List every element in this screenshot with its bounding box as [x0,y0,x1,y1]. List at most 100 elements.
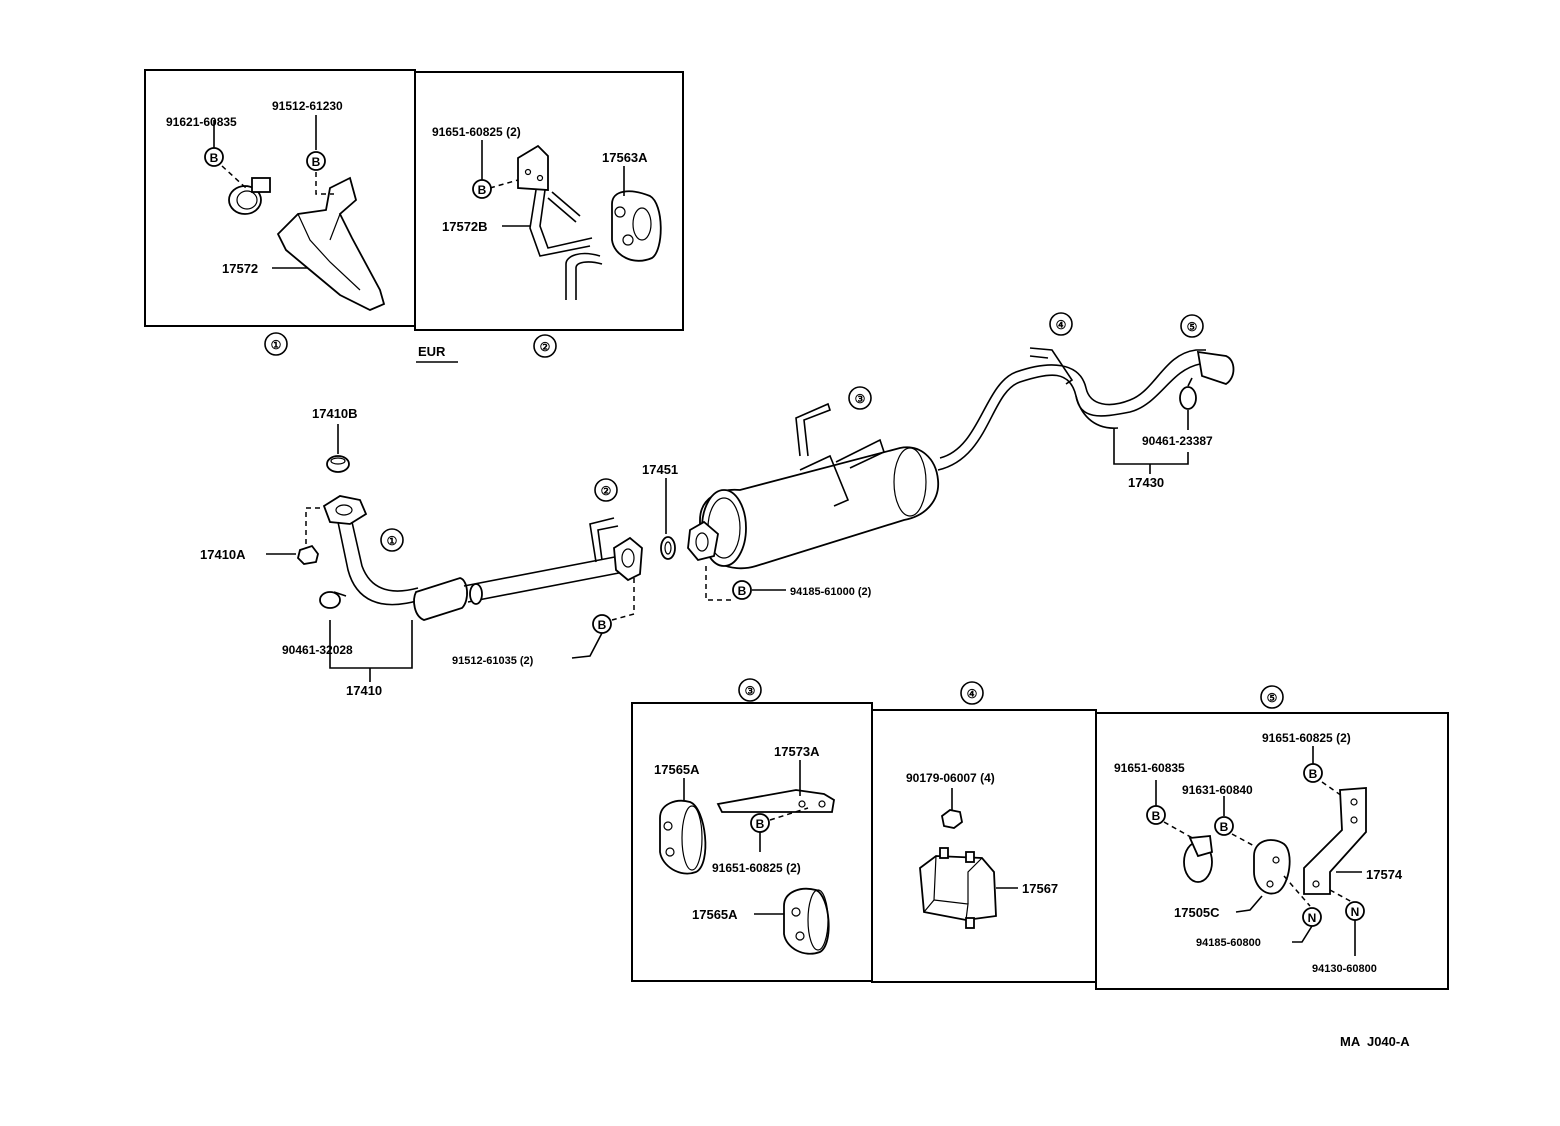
label-94185-60800: 94185-60800 [1196,937,1261,949]
label-91512-61230: 91512-61230 [272,99,343,113]
dash-91651 [489,179,519,189]
hole [1272,856,1280,864]
panel-1-drawing: B B 91512-61230 91621-60835 17572 [166,99,386,311]
dash-91651-60835 [1163,821,1197,841]
sensor-tip [333,591,347,597]
tail-hanger-4 [1029,347,1074,385]
muffler-rear-rim [893,447,927,517]
bolt-mark-text: B [210,151,219,165]
bolt-mark-b-icon [306,151,326,171]
dash-91621 [221,165,247,189]
callout-5-circle [1180,314,1204,338]
front-pipe-upper-2 [351,521,419,592]
center-pipe-top [463,555,621,587]
bolt-mark-text: B [1152,809,1161,823]
label-17410: 17410 [346,683,382,698]
hole [1350,798,1358,806]
label-17573a: 17573A [774,744,820,759]
bolt-mark-text: B [312,155,321,169]
tail-pipe-bend [1075,395,1119,429]
callout-4-circle [1049,312,1073,336]
bracket-17430 [1113,428,1189,465]
callout-3-circle [738,678,762,702]
hanger-rim [681,805,703,871]
label-17410b: 17410B [312,406,358,421]
leader-91512-61035 [571,632,603,659]
bracket-17572b-arm-2 [551,191,581,217]
label-17567: 17567 [1022,881,1058,896]
bracket-17572b-arm [547,197,577,223]
bracket-17572-icon [276,176,386,311]
gasket-ring [330,457,346,465]
callout-5-text: ⑤ [1187,320,1198,334]
bracket-17574-icon [1303,787,1367,895]
bracket-17573a-icon [716,789,835,813]
clamp-tab [251,177,271,193]
panel-5-frame [1095,712,1449,990]
callout-3-text: ③ [855,392,866,406]
bracket-17572b-rod [529,189,591,257]
hole [663,821,673,831]
hole [614,206,626,218]
callout-4-text: ④ [967,687,978,701]
dash-17410a [305,507,324,544]
callout-2-text: ② [601,484,612,498]
region-label-eur: EUR [418,344,446,359]
label-17410a: 17410A [200,547,246,562]
label-90179-06007: 90179-06007 (4) [906,771,995,785]
bracket-fold [297,213,361,291]
callout-5-circle [1260,685,1284,709]
clamp-inner [236,190,258,210]
hole [665,847,675,857]
stud [939,847,949,859]
bracket-fold-2 [329,213,341,241]
pipe-stub-2 [575,261,603,300]
hole [1350,816,1358,824]
label-94185-61000: 94185-61000 (2) [790,586,872,598]
clamp-tab [1188,835,1213,858]
bolt-mark-b-icon [1303,763,1323,783]
label-94130-60800: 94130-60800 [1312,963,1377,975]
label-17572: 17572 [222,261,258,276]
front-pipe-converter [413,577,468,621]
bolt-mark-text: B [478,183,487,197]
bolt-mark-b-icon [732,580,752,600]
bracket-17572b-rod-2 [539,189,593,249]
dash-91651-p5 [1321,781,1343,797]
label-17563a: 17563A [602,150,648,165]
leader-17505c [1235,895,1263,913]
callout-2-text: ② [540,340,551,354]
callout-1-text: ① [387,534,398,548]
top-panels: B B 91512-61230 91621-60835 17572 [144,69,684,363]
bolt-mark-text: B [1309,767,1318,781]
hanger-17565a-2-icon [783,887,830,955]
hanger-rim [632,207,652,241]
label-17505c: 17505C [1174,905,1220,920]
muffler-rod [795,402,832,457]
flange-hole [621,548,635,568]
hole [622,234,634,246]
hole [1312,880,1320,888]
muffler-strap [799,454,850,507]
label-17565a: 17565A [654,762,700,777]
panel-2-frame [414,71,684,331]
panel-2-drawing: B 91651-60825 (2) 17563A 17572B [432,125,662,300]
panel-5-drawing: B B B N [1114,731,1403,975]
bolt-mark-b-icon [1146,805,1166,825]
clamp-90461-23387-icon [1179,386,1197,410]
callout-5-text: ⑤ [1267,691,1278,705]
mount-17567-icon [919,855,997,921]
bolt-mark-text: B [598,618,607,632]
dash-91512-61035 [611,578,635,621]
diagram-code: MA J040-A [1340,1034,1410,1049]
hole [795,931,805,941]
label-17572b: 17572B [442,219,488,234]
callout-3-text: ③ [745,684,756,698]
tail-pipe-bottom [939,349,1206,459]
bracket-17572b-plate [517,144,549,191]
leader-94185-60800 [1292,925,1313,943]
gasket-inner [664,541,672,555]
bolt-mark-b-icon [1214,816,1234,836]
